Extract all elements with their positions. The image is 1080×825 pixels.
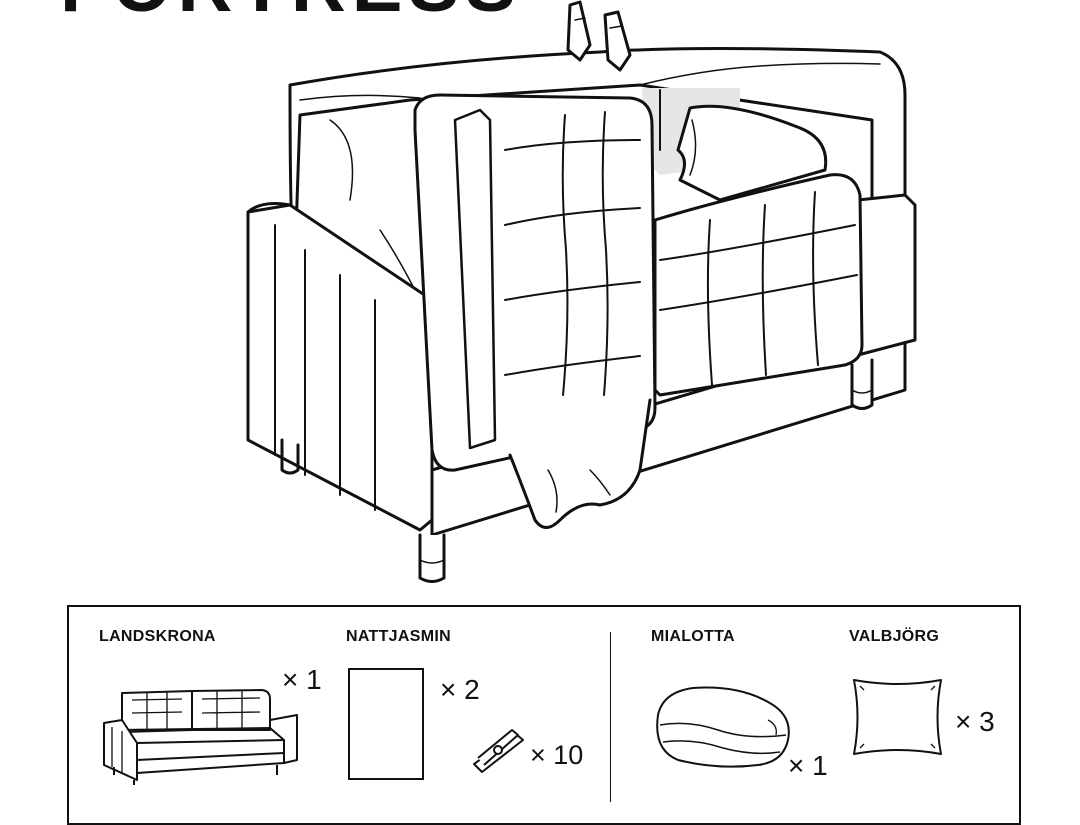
pillow-in-fort (676, 104, 828, 202)
part-qty-landskrona: × 1 (282, 664, 322, 695)
part-name-valbjorg: VALBJÖRG (849, 628, 940, 645)
part-name-nattjasmin: NATTJASMIN (346, 628, 451, 645)
pillow-icon (853, 679, 942, 755)
sofa-icon (103, 689, 298, 785)
sofa-right-arm (856, 193, 917, 357)
sofa-leg-front-left (418, 533, 446, 583)
part-name-landskrona: LANDSKRONA (99, 628, 216, 645)
part-qty-mialotta: × 1 (788, 750, 828, 781)
clothespin-icon (473, 729, 524, 773)
hanging-blanket (508, 398, 652, 529)
sofa-leg-front-right (850, 358, 874, 410)
part-qty-nattjasmin: × 2 (440, 674, 480, 705)
sofa-leg-back-left (280, 438, 300, 475)
seat-cushion-leaning (653, 173, 864, 397)
part-qty-valbjorg: × 3 (955, 706, 995, 737)
part-name-mialotta: MIALOTTA (651, 628, 735, 645)
page-title: FORTRESS (60, 0, 522, 29)
part-qty-clothespin: × 10 (530, 740, 584, 770)
folded-blanket-icon (656, 686, 790, 768)
sheet-icon (348, 668, 424, 780)
parts-divider (610, 632, 611, 802)
sofa-fort-illustration (246, 0, 917, 583)
clothespins-top (566, 0, 632, 72)
